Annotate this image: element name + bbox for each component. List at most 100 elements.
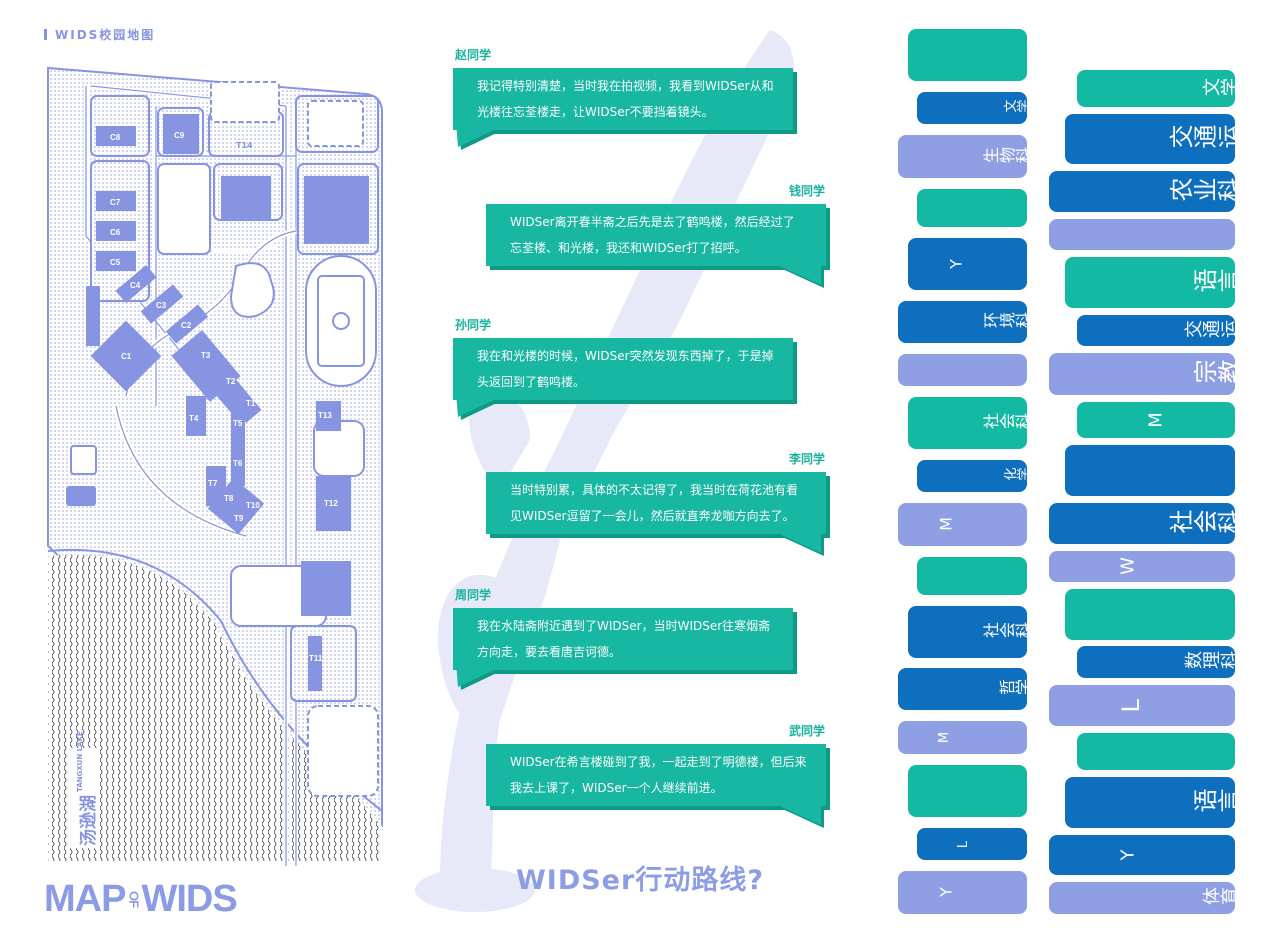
discipline-block: Y <box>1049 835 1235 875</box>
building-label: C7 <box>110 198 121 207</box>
discipline-block: 语言 <box>1065 777 1235 828</box>
discipline-block: M <box>898 503 1027 546</box>
lake-label: 汤逊湖 TANGXUN LAKE <box>70 731 100 848</box>
block-label: 语言 <box>1193 788 1235 817</box>
map-of-wids-logo: MAP OF WIDS <box>44 878 238 921</box>
discipline-block: 交通运输 <box>1065 114 1235 164</box>
building-label: C6 <box>110 228 121 237</box>
statement-line: WIDSer离开春半斋之后先是去了鹤鸣楼，然后经过了 <box>510 215 795 229</box>
discipline-block <box>917 189 1027 227</box>
block-label: 社会科学 <box>983 413 1027 432</box>
statement-line: 我在水陆斋附近遇到了WIDSer，当时WIDSer往寒烟斋 <box>477 619 771 633</box>
block-label: 交通运输 <box>1184 319 1235 341</box>
building-label: T3 <box>201 351 211 360</box>
title-bar-decoration <box>44 29 47 40</box>
block-label: 生物科学 <box>983 146 1027 166</box>
campus-map[interactable]: C8 C7 C6 C5 C9 C4 C3 C2 C1 T1 T2 T3 T4 T… <box>46 66 386 866</box>
discipline-block <box>908 29 1027 81</box>
discipline-block: 宗教 <box>1049 353 1235 395</box>
question-title: WIDSer行动路线? <box>516 865 764 896</box>
building-label: T6 <box>233 459 243 468</box>
speaker-name: 周同学 <box>455 588 492 602</box>
statement-line: 我记得特别清楚，当时我在拍视频，我看到WIDSer从和 <box>477 79 774 93</box>
discipline-block: 文学 <box>917 92 1027 124</box>
block-label: Y <box>936 882 956 902</box>
bubble-shape <box>486 744 830 828</box>
lake-label-cn: 汤逊湖 <box>79 795 99 846</box>
map-title: WIDS校园地图 <box>44 26 155 43</box>
statement-line: WIDSer在希言楼碰到了我，一起走到了明德楼，但后来 <box>510 755 807 769</box>
discipline-block: 哲学 <box>898 668 1027 710</box>
discipline-block: 环境科学 <box>898 301 1027 343</box>
statement-line: 光楼往忘荃楼走，让WIDSer不要挡着镜头。 <box>477 105 714 119</box>
discipline-block: 社会科学 <box>908 397 1027 449</box>
discipline-block: 语言 <box>1065 257 1235 308</box>
building-label: C1 <box>121 352 132 361</box>
building-label: T10 <box>246 501 260 510</box>
discipline-block <box>1049 219 1235 250</box>
building-label: C9 <box>174 131 185 140</box>
discipline-block: 社会科学 <box>908 606 1027 658</box>
discipline-block: 体育 <box>1049 882 1235 914</box>
discipline-block: 数理科学 <box>1077 646 1235 678</box>
statement-line: 见WIDSer逗留了一会儿，然后就直奔龙咖方向去了。 <box>510 509 795 523</box>
discipline-block: 文学 <box>1077 70 1235 107</box>
speaker-name: 李同学 <box>788 452 825 466</box>
speaker-name: 钱同学 <box>788 184 825 198</box>
building-label: C5 <box>110 258 121 267</box>
speaker-name: 武同学 <box>788 724 825 738</box>
discipline-block: 化学 <box>917 460 1027 492</box>
discipline-block: 生物科学 <box>898 135 1027 178</box>
block-label: 社会科学 <box>983 622 1027 641</box>
statement-line: 头返回到了鹤鸣楼。 <box>477 375 586 389</box>
block-label: 体育 <box>1202 887 1235 908</box>
building-label: T14 <box>236 141 253 150</box>
building-label: T5 <box>233 419 243 428</box>
block-label: 环境科学 <box>983 312 1027 331</box>
block-label: 交通运输 <box>1169 125 1235 153</box>
block-label: 数理科学 <box>1184 651 1235 672</box>
discipline-block <box>908 765 1027 817</box>
discipline-block: M <box>898 721 1027 754</box>
block-label: 宗教 <box>1193 360 1235 388</box>
discipline-block: W <box>1049 551 1235 582</box>
building-label: T7 <box>208 479 218 488</box>
building-label: T12 <box>324 499 338 508</box>
block-label: Y <box>946 254 966 273</box>
bubble-shape <box>486 204 830 288</box>
speech-bubble: 我在水陆斋附近遇到了WIDSer，当时WIDSer往寒烟斋方向走，要去看唐吉诃德… <box>443 608 803 704</box>
statement-line: 我去上课了，WIDSer一个人继续前进。 <box>510 781 723 795</box>
speaker-name: 孙同学 <box>455 318 492 332</box>
block-label: L <box>956 836 971 852</box>
block-label: 社会科学 <box>1169 509 1235 538</box>
speaker-name: 赵同学 <box>455 48 492 62</box>
statement-line: 忘荃楼、和光楼，我还和WIDSer打了招呼。 <box>510 241 747 255</box>
discipline-block: L <box>917 828 1027 860</box>
block-label: 语言 <box>1193 268 1235 297</box>
bubble-shape <box>453 608 797 690</box>
building-label: C4 <box>130 281 141 290</box>
speech-bubble: WIDSer离开春半斋之后先是去了鹤鸣楼，然后经过了忘荃楼、和光楼，我还和WID… <box>476 204 836 300</box>
discipline-block: 社会科学 <box>1049 503 1235 544</box>
speech-bubble: 我记得特别清楚，当时我在拍视频，我看到WIDSer从和光楼往忘荃楼走，让WIDS… <box>443 68 803 164</box>
building-label: T1 <box>246 399 256 408</box>
statement-line: 方向走，要去看唐吉诃德。 <box>477 645 622 659</box>
block-label: M <box>936 514 956 534</box>
discipline-block <box>917 557 1027 595</box>
block-label: M <box>937 730 952 745</box>
discipline-block: Y <box>908 238 1027 290</box>
discipline-block: 交通运输 <box>1077 315 1235 346</box>
block-label: 文学 <box>1003 100 1028 116</box>
bubble-shape <box>453 68 797 150</box>
building-label: T2 <box>226 377 236 386</box>
logo-of: OF <box>126 891 142 908</box>
discipline-block: Y <box>898 871 1027 914</box>
lake-label-en: TANGXUN LAKE <box>76 731 84 792</box>
building-label: C2 <box>181 321 192 330</box>
speech-bubble: 当时特别累，具体的不太记得了，我当时在荷花池有看见WIDSer逗留了一会儿，然后… <box>476 472 836 568</box>
statement-line: 我在和光楼的时候，WIDSer突然发现东西掉了，于是掉 <box>477 349 774 363</box>
building-label: C3 <box>156 301 167 310</box>
building-label: C8 <box>110 133 121 142</box>
bubble-shape <box>486 472 830 556</box>
block-label: W <box>1117 555 1139 577</box>
